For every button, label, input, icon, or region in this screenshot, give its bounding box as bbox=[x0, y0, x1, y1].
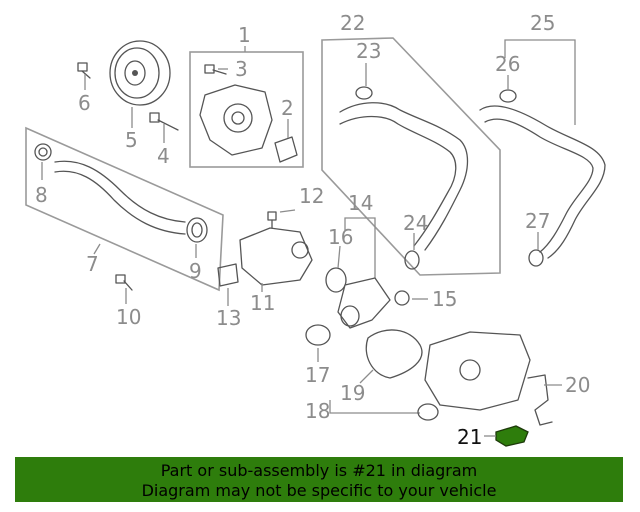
group-frame-1 bbox=[189, 51, 304, 168]
hose-25-part bbox=[479, 105, 606, 259]
hose-25-outer bbox=[484, 118, 594, 253]
callout-5: 5 bbox=[125, 128, 138, 152]
clamp-26-part bbox=[499, 89, 517, 103]
callout-13: 13 bbox=[216, 306, 241, 330]
bolt-3-part bbox=[204, 64, 227, 75]
thermostat-housing-14-part bbox=[337, 277, 391, 329]
housing-11-port bbox=[291, 241, 309, 259]
callout-23: 23 bbox=[356, 39, 381, 63]
bracket-14 bbox=[344, 217, 376, 278]
callout-11: 11 bbox=[250, 291, 275, 315]
callout-12: 12 bbox=[299, 184, 324, 208]
banner-line-2: Diagram may not be specific to your vehi… bbox=[141, 481, 497, 500]
banner-line-1: Part or sub-assembly is #21 in diagram bbox=[160, 461, 478, 480]
callout-16: 16 bbox=[328, 225, 353, 249]
callout-2: 2 bbox=[281, 96, 294, 120]
pulley-part bbox=[109, 40, 171, 106]
clamp-24-part bbox=[404, 250, 420, 270]
gasket-13-part bbox=[217, 263, 239, 287]
bolt-6-part bbox=[77, 62, 91, 79]
callout-7: 7 bbox=[86, 252, 99, 276]
callout-4: 4 bbox=[157, 144, 170, 168]
outlet-18-boss bbox=[459, 359, 481, 381]
callout-6: 6 bbox=[78, 91, 91, 115]
leader-12 bbox=[279, 209, 296, 213]
callout-8: 8 bbox=[35, 183, 48, 207]
housing-14-port bbox=[340, 305, 360, 327]
callout-21: 21 bbox=[457, 425, 482, 449]
bracket-18 bbox=[329, 400, 420, 414]
clamp-23-part bbox=[355, 86, 373, 100]
housing-11-part bbox=[239, 227, 313, 286]
callout-15: 15 bbox=[432, 287, 457, 311]
callout-18: 18 bbox=[305, 399, 330, 423]
o-ring-9-inner bbox=[191, 222, 203, 238]
pipe-7-part bbox=[54, 160, 186, 223]
clamp-16-part bbox=[325, 267, 347, 293]
parts-diagram: 1 2 3 4 5 6 7 8 9 10 11 12 13 14 15 16 1… bbox=[25, 11, 606, 449]
group-frame-22 bbox=[321, 37, 501, 276]
callout-20: 20 bbox=[565, 373, 590, 397]
water-outlet-18-part bbox=[424, 331, 531, 411]
callout-9: 9 bbox=[189, 259, 202, 283]
hose-22-part bbox=[339, 102, 469, 251]
callout-1: 1 bbox=[238, 23, 251, 47]
leader-7 bbox=[93, 243, 101, 255]
water-pump-part bbox=[199, 84, 273, 156]
o-ring-9-part bbox=[186, 217, 208, 243]
callout-25: 25 bbox=[530, 11, 555, 35]
clamp-27-part bbox=[528, 249, 544, 267]
sensor-21-part bbox=[495, 425, 529, 447]
callout-17: 17 bbox=[305, 363, 330, 387]
o-ring-8-inner bbox=[38, 147, 48, 157]
outlet-18-port bbox=[417, 403, 439, 421]
callout-19: 19 bbox=[340, 381, 365, 405]
bolt-4-part bbox=[149, 112, 179, 131]
callout-14: 14 bbox=[348, 191, 373, 215]
hose-22-outer bbox=[339, 115, 457, 247]
callout-3: 3 bbox=[235, 57, 248, 81]
pipe-7-outer bbox=[54, 170, 186, 235]
leader-16 bbox=[337, 245, 341, 269]
gasket-2-part bbox=[274, 136, 298, 163]
bracket-20-part bbox=[527, 374, 553, 426]
gasket-19-part bbox=[365, 329, 423, 379]
o-ring-8-part bbox=[34, 143, 52, 161]
leader-19 bbox=[359, 369, 374, 384]
callout-26: 26 bbox=[495, 52, 520, 76]
clamp-17-part bbox=[305, 324, 331, 346]
callout-22: 22 bbox=[340, 11, 365, 35]
group-frame-7 bbox=[25, 126, 224, 292]
callout-27: 27 bbox=[525, 209, 550, 233]
callout-10: 10 bbox=[116, 305, 141, 329]
bracket-25 bbox=[504, 39, 576, 125]
bolt-10-part bbox=[115, 274, 133, 291]
nut-15-part bbox=[394, 290, 410, 306]
notice-banner: Part or sub-assembly is #21 in diagram D… bbox=[15, 457, 623, 502]
callout-24: 24 bbox=[403, 211, 428, 235]
